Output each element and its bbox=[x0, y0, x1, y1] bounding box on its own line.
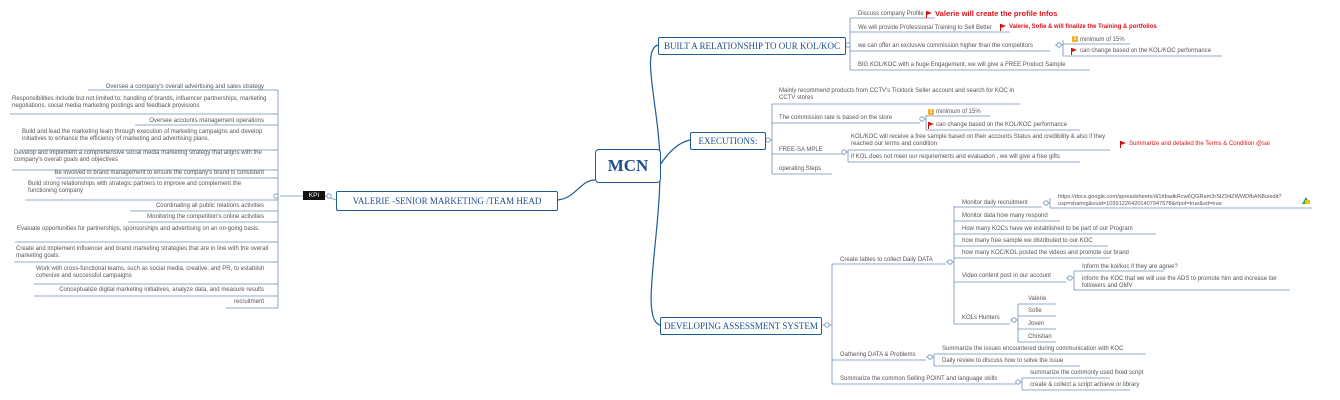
kpi-item[interactable]: Create and implement influencer and bran… bbox=[16, 246, 269, 260]
number-badge-icon: 1 bbox=[928, 109, 934, 115]
kpi-item[interactable]: Build and lead the marketing team throug… bbox=[22, 129, 263, 143]
spreadsheet-link[interactable]: https://docs.google.com/spreadsheets/d/1… bbox=[1058, 194, 1282, 207]
hunter-name[interactable]: Sofie bbox=[1028, 308, 1042, 314]
node-training[interactable]: We will provide Professional Training to… bbox=[858, 25, 992, 31]
note-valerie-profile[interactable]: Valerie will create the profile Infos bbox=[935, 9, 1058, 18]
kpi-item[interactable]: Work with cross-functional teams, such a… bbox=[36, 266, 265, 280]
node-how-many-free[interactable]: how many free sample we distributed to o… bbox=[962, 238, 1093, 244]
kpi-item[interactable]: Develop and implement a comprehensive so… bbox=[14, 150, 262, 164]
node-big-kol[interactable]: BIG KOL/KOC with a huge Engagement, we w… bbox=[858, 62, 1066, 68]
node-daily-review[interactable]: Daily review to discuss how to solve the… bbox=[942, 358, 1064, 364]
node-how-many-posted[interactable]: how many KOC/KOL posted the videos and p… bbox=[962, 250, 1129, 256]
hunter-name[interactable]: Valerie bbox=[1028, 296, 1047, 302]
node-rate-change[interactable]: can change based on the KOL/KOC performa… bbox=[936, 122, 1068, 128]
kpi-item[interactable]: Oversee accounts management operations bbox=[149, 118, 264, 124]
google-drive-icon[interactable] bbox=[1302, 197, 1310, 204]
topic-executions[interactable]: EXECUTIONS: bbox=[690, 132, 766, 150]
node-video-content[interactable]: Video content post in our account bbox=[962, 273, 1051, 279]
topic-built-relationship[interactable]: BUILT A RELATIONSHIP TO OUR KOL/KOC bbox=[658, 37, 846, 55]
node-fixed-script[interactable]: summarize the commonly used fixed script bbox=[1030, 370, 1144, 376]
node-how-many-kocs[interactable]: How many KOCs have we established to be … bbox=[962, 226, 1133, 232]
node-commission-rate[interactable]: The commission rate is based on the stor… bbox=[779, 115, 893, 121]
red-flag-icon bbox=[1071, 48, 1078, 55]
node-gathering-data[interactable]: Gathering DATA & Problems bbox=[840, 352, 916, 358]
node-summarize-issues[interactable]: Summarize the issues encountered during … bbox=[942, 346, 1124, 352]
node-free-gifts[interactable]: if KOL does not meet our requirements an… bbox=[851, 154, 1060, 160]
kpi-item[interactable]: Conceptualize digital marketing initiati… bbox=[59, 287, 264, 293]
node-monitor-recruitment[interactable]: Monitor daily recruitment bbox=[962, 200, 1028, 206]
node-monitor-respond[interactable]: Monitor data how many respond bbox=[962, 213, 1048, 219]
red-flag-icon bbox=[926, 11, 933, 18]
node-commission[interactable]: we can offer an exclusive commission hig… bbox=[858, 43, 1033, 49]
note-training-portfolios[interactable]: Valerie, Sofie & will finalize the Train… bbox=[1009, 24, 1157, 30]
node-script-library[interactable]: create & collect a script achieve or lib… bbox=[1030, 382, 1140, 388]
hunter-name[interactable]: Christian bbox=[1028, 334, 1052, 340]
red-flag-icon bbox=[1120, 141, 1127, 148]
hunter-name[interactable]: Joven bbox=[1028, 321, 1045, 327]
red-flag-icon bbox=[928, 122, 935, 129]
node-kols-hunters[interactable]: KOLs Hunters bbox=[962, 315, 1000, 321]
kpi-item[interactable]: Monitoring the competition's online acti… bbox=[147, 214, 264, 220]
kpi-item[interactable]: recruitment bbox=[233, 299, 264, 305]
topic-developing-assessment[interactable]: DEVELOPING ASSESSMENT SYSTEM bbox=[660, 317, 822, 335]
kpi-item[interactable]: Be involved in brand management to ensur… bbox=[54, 170, 264, 176]
topic-valerie-senior-marketing[interactable]: VALERIE -SENIOR MARKETING /TEAM HEAD bbox=[336, 191, 558, 211]
note-terms-condition[interactable]: Summarize and detailed the Terms & Condi… bbox=[1129, 141, 1270, 147]
kpi-item[interactable]: Responsibilities include but not limited… bbox=[12, 96, 267, 110]
node-inform-ads[interactable]: inform the KOC that we will use the ADS … bbox=[1082, 276, 1278, 290]
node-free-sample[interactable]: FREE-SA MPLE bbox=[779, 147, 823, 153]
node-create-tables[interactable]: Create tables to collect Daily DATA bbox=[840, 257, 933, 263]
node-discuss-profile[interactable]: Discuss company Profile bbox=[858, 11, 924, 17]
node-rate-min[interactable]: minimum of 15% bbox=[936, 109, 981, 115]
kpi-item[interactable]: Build strong relationships with strategi… bbox=[28, 181, 242, 195]
node-commission-change[interactable]: can change based on the KOL/KOC performa… bbox=[1080, 48, 1212, 54]
node-commission-min[interactable]: minimum of 15% bbox=[1080, 37, 1125, 43]
kpi-label[interactable]: KPI bbox=[303, 191, 325, 200]
red-flag-icon bbox=[1000, 24, 1007, 31]
node-free-sample-terms[interactable]: KOL/KOC will receive a free sample based… bbox=[851, 134, 1106, 148]
kpi-item[interactable]: Coordinating all public relations activi… bbox=[155, 203, 264, 209]
node-inform-agree[interactable]: Inform the kol/koc if they are agree? bbox=[1082, 264, 1178, 270]
node-selling-point[interactable]: Summarize the common Selling POINT and l… bbox=[840, 376, 998, 382]
node-recommend-products[interactable]: Mainly recommend products from CCTV's Ti… bbox=[779, 88, 1015, 102]
kpi-item[interactable]: Evaluate opportunities for partnerships,… bbox=[17, 226, 260, 232]
kpi-item[interactable]: Oversee a company's overall advertising … bbox=[105, 84, 264, 90]
node-operating-steps[interactable]: operating Steps bbox=[779, 166, 822, 172]
central-topic[interactable]: MCN bbox=[595, 149, 661, 183]
number-badge-icon: 1 bbox=[1072, 36, 1078, 42]
